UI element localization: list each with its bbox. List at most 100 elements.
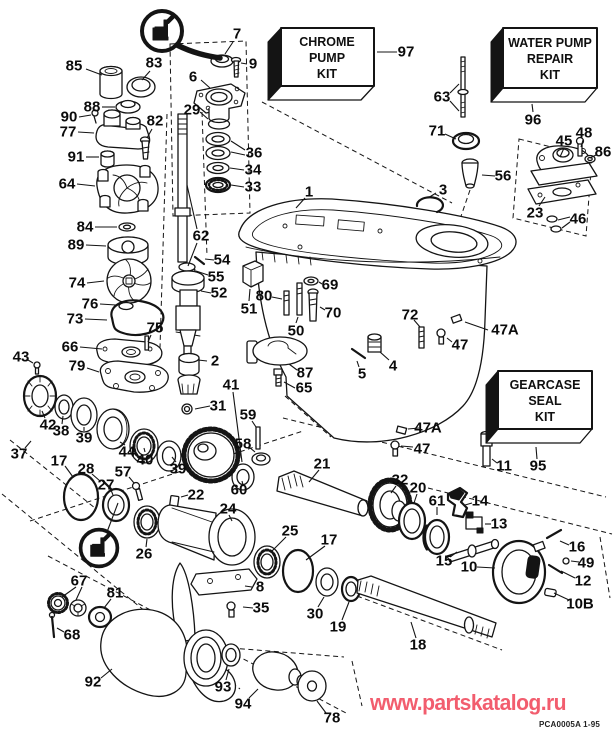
part-label-44: 44 bbox=[119, 444, 136, 461]
part-label-63: 63 bbox=[434, 89, 451, 106]
leader-line bbox=[561, 221, 571, 229]
leader-line bbox=[341, 601, 350, 621]
leader-line bbox=[79, 346, 103, 350]
leader-line bbox=[91, 473, 101, 482]
part-label-54: 54 bbox=[214, 252, 231, 269]
part-label-66: 66 bbox=[62, 339, 79, 356]
kit-box-gearcase-seal: GEARCASE SEAL KIT bbox=[485, 370, 593, 444]
bearing-carrier-column-art bbox=[193, 54, 246, 194]
leader-line bbox=[244, 585, 253, 588]
part-label-13: 13 bbox=[491, 516, 508, 533]
leader-line bbox=[379, 351, 390, 361]
part-label-58: 58 bbox=[235, 436, 252, 453]
watermark: www.partskatalog.ru bbox=[370, 690, 567, 715]
part-label-6: 6 bbox=[189, 69, 197, 86]
leader-line bbox=[476, 566, 496, 569]
leader-line bbox=[449, 551, 458, 558]
leader-line bbox=[143, 447, 146, 453]
part-label-28: 28 bbox=[78, 461, 95, 478]
leader-line bbox=[538, 196, 546, 207]
part-label-73: 73 bbox=[67, 311, 84, 328]
leader-line bbox=[147, 334, 152, 343]
part-label-67: 67 bbox=[71, 573, 88, 590]
part-label-41: 41 bbox=[223, 377, 240, 394]
part-label-46: 46 bbox=[570, 211, 587, 228]
part-label-40: 40 bbox=[137, 452, 154, 469]
leader-line bbox=[110, 489, 114, 496]
part-label-80: 80 bbox=[256, 288, 273, 305]
part-label-71: 71 bbox=[429, 123, 446, 140]
kit-box-line: KIT bbox=[535, 410, 556, 424]
part-label-16: 16 bbox=[569, 539, 586, 556]
part-label-49: 49 bbox=[578, 555, 595, 572]
kit-box-line: KIT bbox=[540, 68, 561, 82]
part-label-17: 17 bbox=[51, 453, 68, 470]
leader-line bbox=[24, 440, 32, 449]
part-label-61: 61 bbox=[429, 493, 446, 510]
water-pump-kit-hardware-art bbox=[451, 56, 598, 233]
leader-line bbox=[225, 668, 230, 681]
leader-line bbox=[308, 469, 320, 483]
leader-line bbox=[128, 476, 135, 484]
driveshaft-cluster-art bbox=[171, 113, 241, 484]
part-label-2: 2 bbox=[211, 353, 219, 370]
part-label-70: 70 bbox=[325, 305, 342, 322]
leader-line bbox=[413, 493, 418, 504]
part-label-47: 47 bbox=[452, 337, 469, 354]
part-label-94: 94 bbox=[235, 696, 252, 713]
part-label-27: 27 bbox=[98, 477, 115, 494]
leader-line bbox=[61, 586, 77, 598]
leader-line bbox=[200, 290, 212, 294]
leader-line bbox=[186, 184, 198, 230]
part-label-92: 92 bbox=[85, 674, 102, 691]
part-label-12: 12 bbox=[575, 573, 592, 590]
part-label-20: 20 bbox=[410, 480, 427, 497]
leader-line bbox=[316, 700, 327, 714]
leader-line bbox=[305, 545, 326, 561]
part-label-4: 4 bbox=[389, 358, 398, 375]
part-label-62: 62 bbox=[193, 228, 210, 245]
part-label-83: 83 bbox=[146, 55, 163, 72]
part-label-51: 51 bbox=[241, 301, 258, 318]
leader-line bbox=[271, 536, 287, 552]
part-label-30: 30 bbox=[307, 606, 324, 623]
leader-line bbox=[449, 100, 460, 112]
part-label-15: 15 bbox=[436, 553, 453, 570]
part-label-84: 84 bbox=[77, 219, 94, 236]
leader-line bbox=[85, 244, 107, 247]
leader-line bbox=[251, 420, 257, 428]
part-label-47A: 47A bbox=[491, 322, 519, 339]
leader-line bbox=[200, 79, 211, 89]
part-label-11: 11 bbox=[496, 458, 512, 475]
part-label-1: 1 bbox=[305, 184, 313, 201]
part-label-14: 14 bbox=[472, 493, 489, 510]
part-label-18: 18 bbox=[410, 637, 427, 654]
leader-line bbox=[229, 167, 245, 171]
leader-line bbox=[559, 540, 570, 546]
leader-line bbox=[356, 360, 360, 368]
part-label-55: 55 bbox=[208, 269, 225, 286]
leader-line bbox=[464, 321, 489, 331]
leader-line bbox=[318, 281, 323, 285]
propshaft-group-art bbox=[253, 470, 570, 639]
leader-line bbox=[41, 410, 46, 419]
part-label-85: 85 bbox=[66, 58, 83, 75]
part-label-17: 17 bbox=[321, 532, 338, 549]
kit-box-line: CHROME bbox=[299, 35, 355, 49]
part-label-56: 56 bbox=[495, 168, 512, 185]
leader-line bbox=[64, 465, 74, 478]
leader-line bbox=[187, 242, 198, 267]
leader-line bbox=[288, 363, 298, 371]
part-label-88: 88 bbox=[84, 99, 101, 116]
part-label-69: 69 bbox=[322, 277, 339, 294]
leader-line bbox=[413, 319, 421, 328]
part-label-32: 32 bbox=[392, 472, 409, 489]
leader-line bbox=[557, 216, 571, 221]
leader-line bbox=[400, 445, 414, 448]
leader-line bbox=[248, 288, 251, 302]
part-label-9: 9 bbox=[249, 56, 257, 73]
forward-gear-train-art bbox=[22, 374, 258, 618]
part-label-59: 59 bbox=[240, 407, 257, 424]
leader-line bbox=[271, 296, 283, 300]
